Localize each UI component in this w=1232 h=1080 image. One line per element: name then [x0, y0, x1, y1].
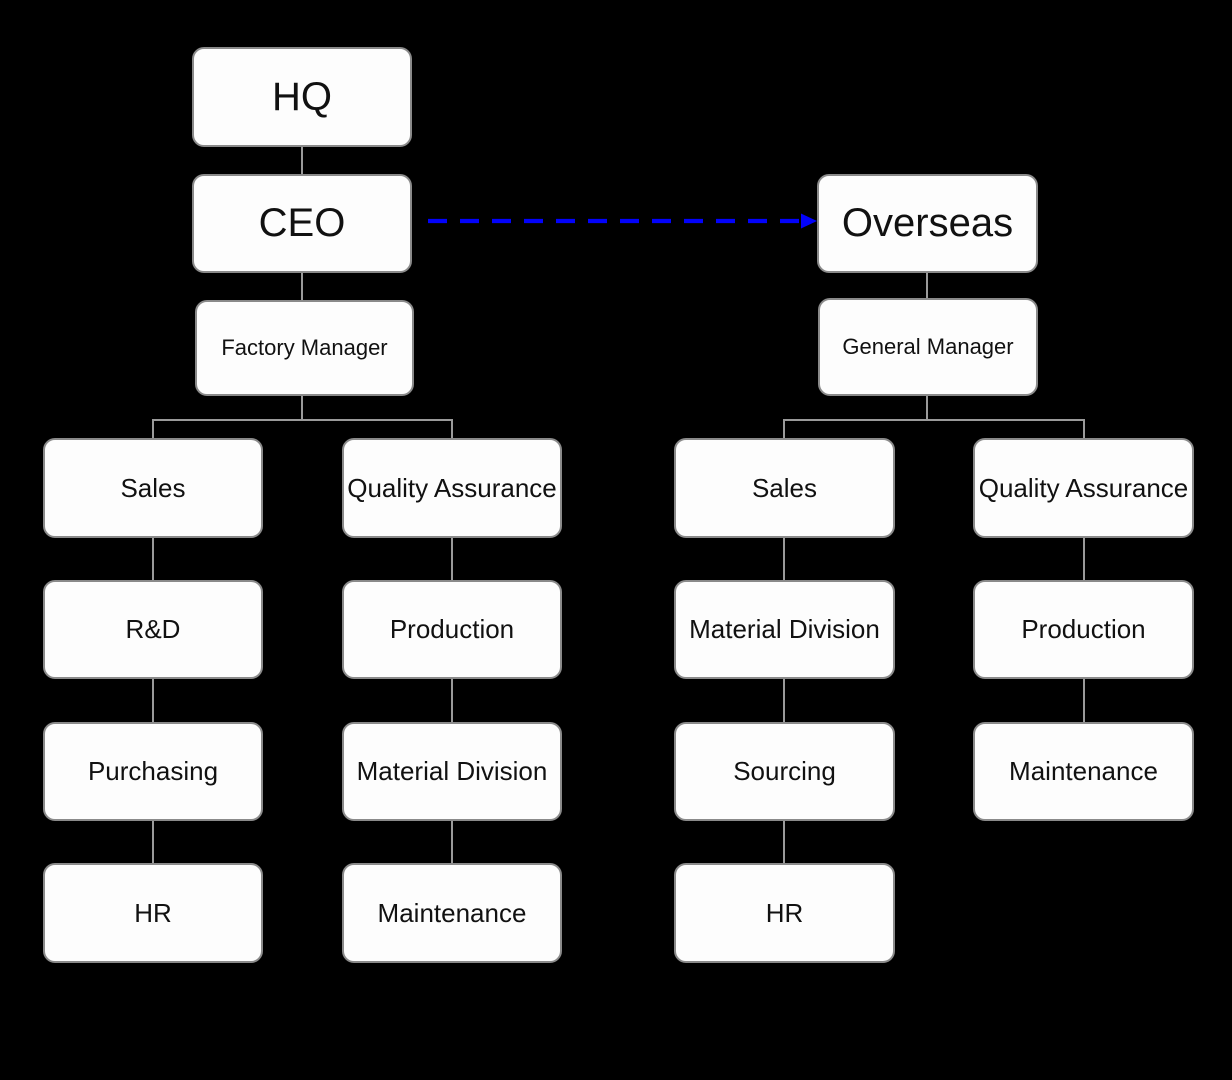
node-ovs-production: Production — [973, 580, 1194, 679]
node-general-manager: General Manager — [818, 298, 1038, 396]
node-ovs-qa: Quality Assurance — [973, 438, 1194, 538]
edge-ceo-factory-manager — [301, 273, 303, 300]
node-ovs-maintenance: Maintenance — [973, 722, 1194, 821]
node-overseas: Overseas — [817, 174, 1038, 273]
edge-hq-ceo — [301, 147, 303, 174]
edge-branch-ovs-qa — [1083, 419, 1085, 438]
node-ovs-hr: HR — [674, 863, 895, 963]
branch-bar-factory-manager — [152, 419, 453, 421]
node-ovs-sales: Sales — [674, 438, 895, 538]
edge-ovs-sourcing-hr — [783, 821, 785, 863]
node-factory-manager: Factory Manager — [195, 300, 414, 396]
edge-ovs-material-sourcing — [783, 679, 785, 722]
node-hq-sales: Sales — [43, 438, 263, 538]
edge-branch-hq-sales — [152, 419, 154, 438]
edge-general-manager-stub — [926, 396, 928, 421]
edge-hq-purchasing-hr — [152, 821, 154, 863]
node-hq-hr: HR — [43, 863, 263, 963]
arrow-head — [801, 213, 817, 229]
node-ceo: CEO — [192, 174, 412, 273]
node-hq-purchasing: Purchasing — [43, 722, 263, 821]
node-hq-production: Production — [342, 580, 562, 679]
edge-factory-manager-stub — [301, 396, 303, 421]
node-hq: HQ — [192, 47, 412, 147]
edge-ovs-sales-material — [783, 538, 785, 580]
ceo-overseas-dashed-arrow — [428, 213, 817, 229]
edge-branch-ovs-sales — [783, 419, 785, 438]
edge-hq-sales-rnd — [152, 538, 154, 580]
node-hq-material: Material Division — [342, 722, 562, 821]
edge-ovs-production-maintenance — [1083, 679, 1085, 722]
edge-hq-qa-production — [451, 538, 453, 580]
node-hq-rnd: R&D — [43, 580, 263, 679]
edge-hq-production-material — [451, 679, 453, 722]
node-hq-qa: Quality Assurance — [342, 438, 562, 538]
edge-branch-hq-qa — [451, 419, 453, 438]
node-ovs-material: Material Division — [674, 580, 895, 679]
branch-bar-general-manager — [783, 419, 1085, 421]
edge-hq-material-maintenance — [451, 821, 453, 863]
edge-ovs-qa-production — [1083, 538, 1085, 580]
edge-hq-rnd-purchasing — [152, 679, 154, 722]
node-hq-maintenance: Maintenance — [342, 863, 562, 963]
edge-overseas-general-manager — [926, 273, 928, 298]
node-ovs-sourcing: Sourcing — [674, 722, 895, 821]
